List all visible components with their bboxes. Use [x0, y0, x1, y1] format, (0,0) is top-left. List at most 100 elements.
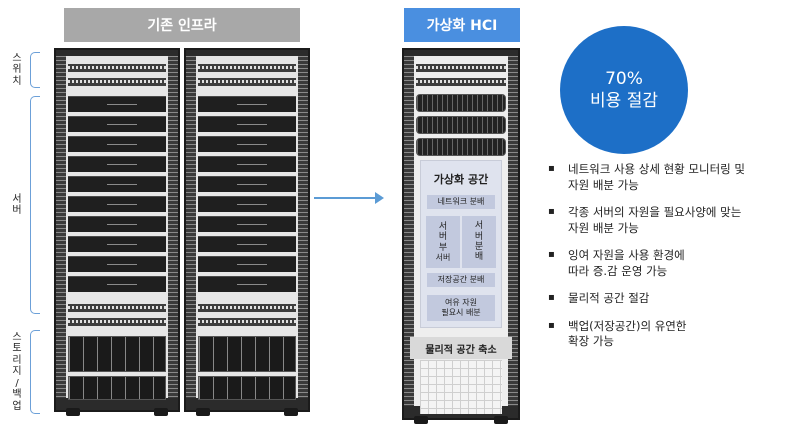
storage-array	[198, 376, 296, 400]
switch-label-char: 위	[12, 64, 22, 76]
server-allocation-char: 분	[474, 242, 484, 252]
rack-bay	[196, 56, 298, 400]
empty-rack-area	[420, 360, 502, 414]
rack-foot	[196, 408, 210, 416]
switch-side-label: 스 위 치	[6, 50, 28, 90]
hci-node	[416, 94, 506, 112]
rack-foot	[494, 416, 508, 424]
server-unit	[68, 96, 166, 112]
storage-array	[68, 376, 166, 400]
hci-node	[416, 138, 506, 156]
rack-foot	[414, 416, 428, 424]
network-switch	[198, 78, 296, 86]
network-switch	[198, 64, 296, 72]
server-label-char: 서	[12, 193, 22, 205]
server-unit	[198, 236, 296, 252]
server-allocation-char: 서	[474, 221, 484, 232]
storage-label-char: 백	[12, 389, 22, 401]
network-switch	[198, 304, 296, 312]
server-unit	[68, 156, 166, 172]
rack-foot	[66, 408, 80, 416]
rack-foot	[284, 408, 298, 416]
server-allocation-char: 배	[474, 252, 484, 263]
server-unit	[198, 116, 296, 132]
server-allocation-char: 버	[474, 231, 484, 242]
server-unit	[68, 176, 166, 192]
savings-percent: 70%	[605, 68, 643, 89]
network-switch	[416, 64, 506, 72]
rack-rail	[298, 56, 308, 398]
switch-label-char: 스	[12, 52, 22, 64]
server-unit	[198, 196, 296, 212]
server-allocation-box: 서 버 분 배	[462, 216, 496, 268]
rack-rail	[508, 56, 518, 406]
savings-label: 비용 절감	[590, 91, 658, 111]
server-unit	[198, 96, 296, 112]
spare-resource-line: 여유 자원	[445, 298, 477, 307]
server-unit	[68, 276, 166, 292]
benefit-line: 물리적 공간 절감	[568, 291, 650, 306]
rack-rail	[404, 56, 414, 406]
server-part-box: 서 버 부 서버	[426, 216, 460, 268]
transition-arrow	[314, 192, 384, 204]
spare-resource-line: 필요시 배분	[441, 308, 481, 317]
network-switch	[198, 318, 296, 326]
server-part-char: 부	[438, 242, 448, 253]
storage-label-char: 리	[12, 354, 22, 366]
switch-label-char: 치	[12, 75, 22, 87]
server-unit	[68, 216, 166, 232]
benefit-line: 확장 가능	[568, 334, 614, 349]
benefit-item: 백업(저장공간)의 유연한 확장 가능	[548, 319, 796, 350]
rack-rail	[186, 56, 196, 398]
server-unit	[68, 116, 166, 132]
network-switch	[68, 318, 166, 326]
network-switch	[68, 64, 166, 72]
network-switch	[68, 78, 166, 86]
hci-node	[416, 116, 506, 134]
network-switch	[68, 304, 166, 312]
server-unit	[198, 156, 296, 172]
rack-rail	[168, 56, 178, 398]
rack-foot	[154, 408, 168, 416]
legacy-rack-1	[54, 48, 180, 416]
server-brace	[30, 96, 40, 314]
benefit-line: 자원 배분 가능	[568, 177, 639, 192]
benefit-item: 각종 서버의 자원을 필요사양에 맞는 자원 배분 가능	[548, 205, 796, 236]
physical-space-reduction-label: 물리적 공간 축소	[410, 337, 512, 359]
benefit-item: 잉여 자원을 사용 환경에 따라 증.감 운영 가능	[548, 248, 796, 279]
legacy-rack-2	[184, 48, 310, 416]
server-label-char: 버	[12, 205, 22, 216]
storage-label-char: 업	[12, 400, 22, 412]
storage-label-char: 지	[12, 366, 22, 378]
network-switch	[416, 78, 506, 86]
storage-allocation-box: 저장공간 분배	[427, 273, 495, 287]
server-unit	[68, 256, 166, 272]
storage-array	[68, 336, 166, 372]
server-unit	[198, 276, 296, 292]
benefit-line: 백업(저장공간)의 유연한	[568, 318, 687, 333]
network-allocation-box: 네트워크 분배	[427, 195, 495, 209]
storage-label-char: 토	[12, 343, 22, 355]
benefit-line: 잉여 자원을 사용 환경에	[568, 248, 685, 263]
server-unit	[198, 136, 296, 152]
server-part-caption: 서버	[435, 252, 451, 262]
server-unit	[198, 216, 296, 232]
storage-brace	[30, 330, 40, 414]
virtual-space-title: 가상화 공간	[433, 173, 489, 186]
benefit-line: 각종 서버의 자원을 필요사양에 맞는	[568, 205, 742, 220]
server-side-label: 서 버	[6, 95, 28, 315]
benefit-item: 물리적 공간 절감	[548, 291, 796, 307]
benefits-list: 네트워크 사용 상세 현황 모니터링 및 자원 배분 가능 각종 서버의 자원을…	[548, 162, 796, 362]
benefit-line: 네트워크 사용 상세 현황 모니터링 및	[568, 162, 745, 176]
server-unit	[68, 196, 166, 212]
switch-brace	[30, 52, 40, 88]
rack-bay	[66, 56, 168, 400]
legacy-infra-header: 기존 인프라	[64, 8, 300, 42]
server-part-char: 서	[438, 221, 448, 232]
rack-rail	[56, 56, 66, 398]
benefit-line: 따라 증.감 운영 가능	[568, 263, 668, 278]
benefit-line: 자원 배분 가능	[568, 220, 639, 235]
benefit-item: 네트워크 사용 상세 현황 모니터링 및 자원 배분 가능	[548, 162, 796, 193]
spare-resource-box: 여유 자원 필요시 배분	[427, 295, 495, 321]
server-unit	[68, 236, 166, 252]
